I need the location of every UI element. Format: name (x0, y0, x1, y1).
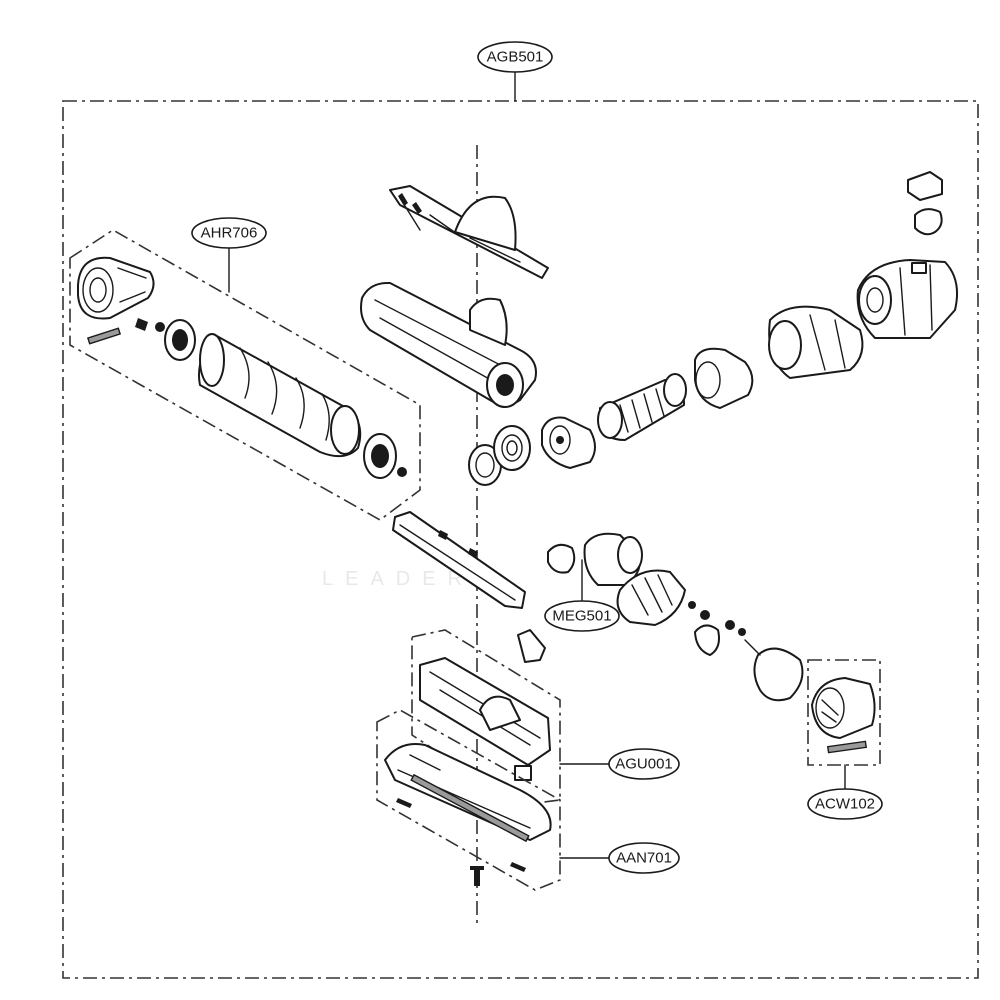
svg-text:ACW102: ACW102 (815, 796, 875, 813)
label-meg501: MEG501 (544, 600, 620, 632)
label-agu001: AGU001 (608, 748, 680, 780)
label-agb501: AGB501 (477, 41, 553, 73)
label-aan701: AAN701 (608, 842, 680, 874)
brush-small-parts (135, 318, 196, 361)
nozzle-screw-left (396, 798, 412, 808)
motor-cap (907, 171, 943, 201)
brush-end-cap-right (363, 433, 407, 479)
brush-pin (86, 327, 122, 345)
motor-assembly (547, 532, 686, 626)
svg-text:AGB501: AGB501 (487, 49, 544, 66)
svg-text:AAN701: AAN701 (616, 850, 672, 867)
aan701-group-boundary (376, 709, 561, 891)
svg-text:MEG501: MEG501 (552, 608, 611, 625)
main-housing (360, 281, 537, 408)
acw102-group-boundary (807, 659, 881, 766)
drive-belt (744, 639, 804, 702)
watermark-text: LEADER (322, 568, 474, 590)
cover-strip (826, 740, 868, 754)
dust-bin (768, 305, 864, 379)
gear-hub (541, 416, 596, 469)
bearing-ring (493, 425, 531, 471)
seal-ring (468, 444, 502, 486)
nozzle-screw-right (510, 862, 526, 872)
small-bracket (517, 629, 546, 663)
top-cover-frame (389, 185, 549, 279)
brush-roll-group-boundary (69, 229, 421, 521)
lower-nozzle (384, 743, 552, 843)
label-ahr706: AHR706 (191, 217, 267, 249)
nozzle-rail (392, 511, 526, 609)
motor-small-parts (688, 601, 746, 656)
bottom-screw (470, 866, 484, 886)
hose-elbow (694, 347, 754, 409)
svg-text:AHR706: AHR706 (201, 225, 258, 242)
brush-roll-cylinder (198, 333, 362, 458)
brush-end-cap-left (77, 256, 155, 320)
assembly-boundary (62, 100, 979, 979)
agu001-group-boundary (411, 629, 561, 806)
motor-clip (914, 208, 943, 236)
motor-housing (856, 259, 958, 339)
svg-text:AGU001: AGU001 (615, 756, 673, 773)
flex-hose (597, 373, 687, 441)
upper-guide (419, 657, 551, 781)
cover-window (811, 677, 876, 739)
label-acw102: ACW102 (807, 788, 883, 820)
